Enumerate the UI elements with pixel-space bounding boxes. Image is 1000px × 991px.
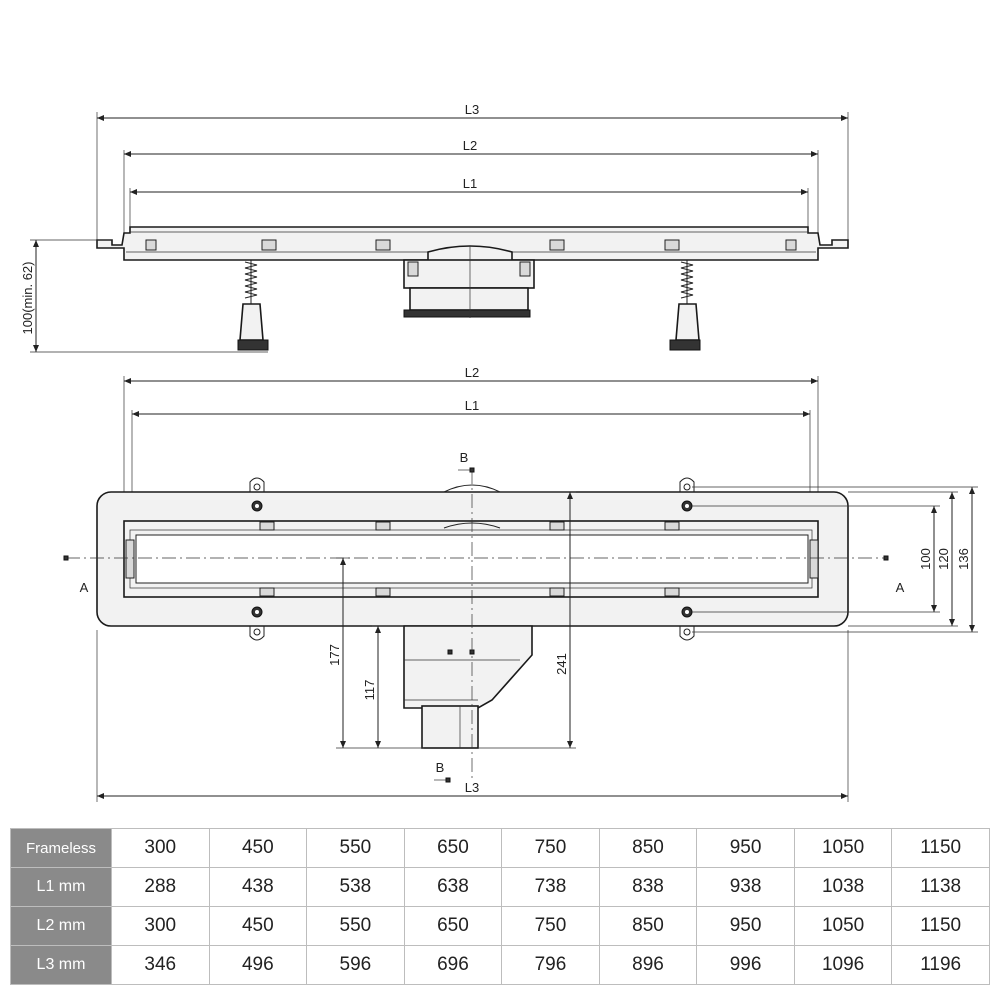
- dim-label-241: 241: [554, 653, 569, 675]
- table-cell: 796: [501, 945, 600, 985]
- table-cell: 1150: [891, 906, 990, 946]
- table-cell: 550: [306, 828, 405, 868]
- dim-label-L3-top: L3: [465, 780, 479, 795]
- section-A-left: A: [80, 580, 89, 595]
- table-cell: 496: [208, 945, 308, 985]
- table-cell: 1096: [793, 945, 893, 985]
- table-cell: 550: [306, 906, 405, 946]
- drain-outlet-top: [403, 625, 533, 749]
- dimension-table: Frameless 300 450 550 650 750 850 950 10…: [10, 828, 990, 985]
- table-cell: 1050: [793, 906, 893, 946]
- table-cell: 638: [403, 867, 503, 907]
- table-row: L1 mm 288 438 538 638 738 838 938 1038 1…: [10, 867, 990, 907]
- table-cell: 650: [403, 828, 503, 868]
- table-cell: 300: [111, 828, 210, 868]
- mounting-lug-bottom-left: [249, 606, 265, 641]
- row-label: L3 mm: [10, 945, 112, 985]
- technical-drawing: L3 L2 L1: [20, 102, 978, 802]
- table-cell: 738: [501, 867, 600, 907]
- table-cell: 850: [598, 828, 698, 868]
- dim-label-L2-top: L2: [465, 365, 479, 380]
- table-row: L3 mm 346 496 596 696 796 896 996 1096 1…: [10, 945, 990, 985]
- section-A-right: A: [896, 580, 905, 595]
- table-cell: 438: [208, 867, 308, 907]
- table-cell: 996: [696, 945, 795, 985]
- top-view: L2 L1: [63, 365, 978, 802]
- table-cell: 346: [111, 945, 210, 985]
- table-cell: 896: [598, 945, 698, 985]
- table-cell: 288: [111, 867, 210, 907]
- table-cell: 950: [696, 828, 795, 868]
- table-cell: 300: [111, 906, 210, 946]
- section-B-top: B: [460, 450, 469, 465]
- table-cell: 750: [501, 906, 600, 946]
- dim-label-177: 177: [327, 644, 342, 666]
- dim-label-L1-top: L1: [465, 398, 479, 413]
- row-label: L2 mm: [10, 906, 112, 946]
- dim-label-100: 100: [918, 548, 933, 570]
- adjustable-foot-left: [237, 260, 269, 351]
- table-cell: 696: [403, 945, 503, 985]
- table-row: Frameless 300 450 550 650 750 850 950 10…: [10, 828, 990, 868]
- table-cell: 750: [501, 828, 600, 868]
- table-cell: 850: [598, 906, 698, 946]
- table-cell: 1138: [891, 867, 990, 907]
- row-label: Frameless: [10, 828, 112, 868]
- dim-label-117: 117: [362, 680, 377, 701]
- dim-label-L2: L2: [463, 138, 477, 153]
- side-view: L3 L2 L1: [20, 102, 849, 353]
- table-cell: 1196: [891, 945, 990, 985]
- table-cell: 596: [306, 945, 405, 985]
- table-row: L2 mm 300 450 550 650 750 850 950 1050 1…: [10, 906, 990, 946]
- table-cell: 650: [403, 906, 503, 946]
- table-cell: 450: [208, 906, 308, 946]
- table-cell: 1038: [793, 867, 893, 907]
- drain-outlet-side: [403, 245, 535, 318]
- dim-label-136: 136: [956, 548, 971, 570]
- dim-label-120: 120: [936, 548, 951, 570]
- row-label: L1 mm: [10, 867, 112, 907]
- mounting-lug-top-left: [249, 477, 265, 512]
- adjustable-foot-right: [669, 260, 701, 351]
- table-cell: 950: [696, 906, 795, 946]
- table-cell: 938: [696, 867, 795, 907]
- table-cell: 1050: [793, 828, 893, 868]
- dim-label-height: 100(min. 62): [20, 262, 35, 335]
- mounting-lug-top-right: [679, 477, 695, 512]
- dim-label-L3: L3: [465, 102, 479, 117]
- dim-label-L1: L1: [463, 176, 477, 191]
- table-cell: 1150: [891, 828, 990, 868]
- table-cell: 838: [598, 867, 698, 907]
- section-B-bottom: B: [436, 760, 445, 775]
- table-cell: 450: [208, 828, 308, 868]
- table-cell: 538: [306, 867, 405, 907]
